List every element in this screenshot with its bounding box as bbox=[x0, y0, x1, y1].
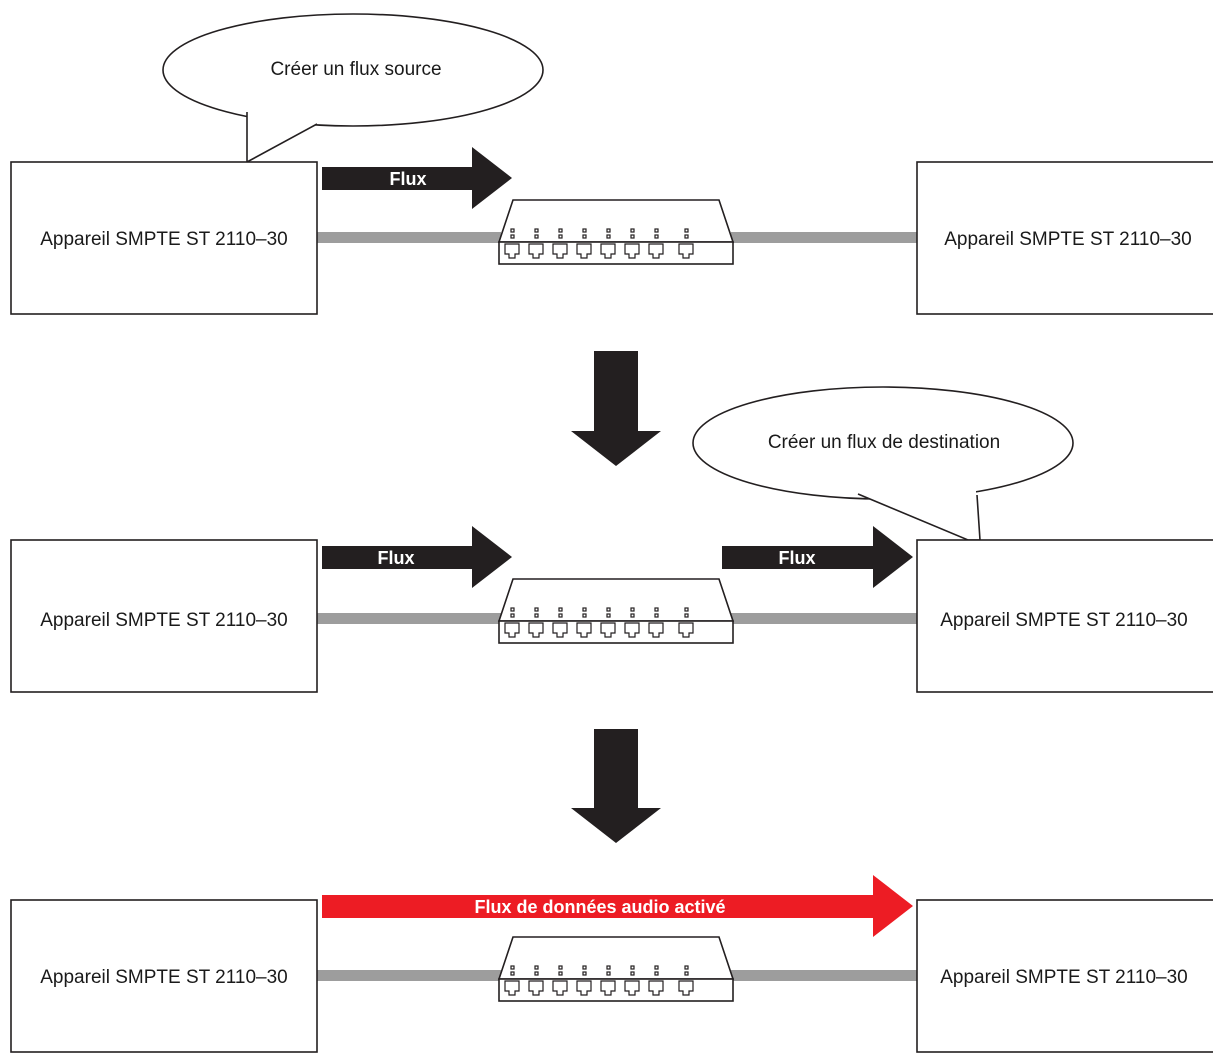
down-arrow-icon bbox=[571, 729, 661, 843]
device-right: Appareil SMPTE ST 2110–30 bbox=[916, 161, 1213, 315]
network-switch-icon bbox=[498, 936, 734, 1002]
cable-right bbox=[731, 232, 917, 243]
device-left: Appareil SMPTE ST 2110–30 bbox=[10, 161, 318, 315]
device-label: Appareil SMPTE ST 2110–30 bbox=[940, 967, 1188, 988]
flux-arrow-destination: Flux bbox=[722, 526, 913, 588]
down-arrow-icon bbox=[571, 351, 661, 466]
flux-arrow-label: Flux bbox=[778, 548, 815, 568]
cable-left bbox=[317, 613, 501, 624]
bubble-label: Créer un flux de destination bbox=[768, 432, 1000, 453]
flux-arrow-label: Flux bbox=[389, 169, 426, 189]
cable-right bbox=[731, 613, 917, 624]
audio-stream-arrow: Flux de données audio activé bbox=[322, 875, 913, 937]
device-right: Appareil SMPTE ST 2110–30 bbox=[916, 539, 1213, 693]
flux-arrow: Flux bbox=[322, 147, 512, 209]
cable-right bbox=[731, 970, 917, 981]
device-label: Appareil SMPTE ST 2110–30 bbox=[40, 967, 288, 988]
device-label: Appareil SMPTE ST 2110–30 bbox=[40, 229, 288, 250]
device-label: Appareil SMPTE ST 2110–30 bbox=[944, 229, 1192, 250]
flux-arrow-source: Flux bbox=[322, 526, 512, 588]
stage-1: Créer un flux source Appareil SMPTE ST 2… bbox=[10, 13, 1213, 315]
stage-2: Créer un flux de destination Appareil SM… bbox=[10, 386, 1213, 693]
device-label: Appareil SMPTE ST 2110–30 bbox=[940, 610, 1188, 631]
cable-left bbox=[317, 970, 501, 981]
network-switch-icon bbox=[498, 578, 734, 644]
device-left: Appareil SMPTE ST 2110–30 bbox=[10, 899, 318, 1053]
audio-stream-label: Flux de données audio activé bbox=[474, 897, 725, 917]
device-left: Appareil SMPTE ST 2110–30 bbox=[10, 539, 318, 693]
bubble-label: Créer un flux source bbox=[270, 59, 441, 80]
flux-arrow-label: Flux bbox=[377, 548, 414, 568]
device-label: Appareil SMPTE ST 2110–30 bbox=[40, 610, 288, 631]
speech-bubble-source: Créer un flux source bbox=[162, 13, 544, 164]
network-switch-icon bbox=[498, 199, 734, 265]
device-right: Appareil SMPTE ST 2110–30 bbox=[916, 899, 1213, 1053]
speech-bubble-destination: Créer un flux de destination bbox=[692, 386, 1074, 541]
cable-left bbox=[317, 232, 501, 243]
stage-3: Appareil SMPTE ST 2110–30 Appareil SMPTE… bbox=[10, 875, 1213, 1053]
